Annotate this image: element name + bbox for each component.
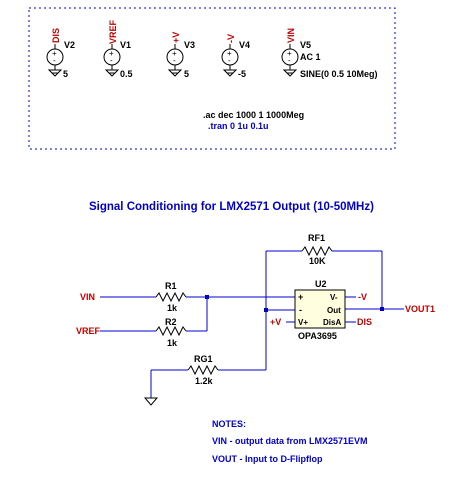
net-label-mv: -V	[358, 292, 367, 302]
u2-pin-vplus: V+	[298, 318, 308, 327]
source-v1[interactable]: + -	[103, 44, 121, 77]
u2-pin-disa: DisA	[323, 318, 341, 327]
resistor-r1[interactable]	[155, 291, 187, 303]
source-v2-ref: V2	[64, 40, 75, 50]
svg-text:+: +	[172, 49, 177, 58]
source-v2-net: DIS	[51, 28, 61, 43]
svg-text:+: +	[52, 49, 57, 58]
r2-value: 1k	[167, 338, 178, 348]
ac-directive[interactable]: .ac dec 1000 1 1000Meg	[203, 110, 304, 120]
rf1-ref: RF1	[308, 233, 325, 243]
r1-ref: R1	[165, 281, 177, 291]
source-v3-net: +V	[171, 32, 181, 43]
notes-line-1: VIN - output data from LMX2571EVM	[212, 436, 368, 446]
net-label-vin: VIN	[80, 292, 95, 302]
rg1-ref: RG1	[194, 354, 213, 364]
resistor-rf1[interactable]	[301, 245, 333, 257]
source-v4-ref: V4	[239, 40, 250, 50]
svg-text:-: -	[288, 56, 291, 65]
source-v5-value: SINE(0 0.5 10Meg)	[300, 69, 378, 79]
u2-ref: U2	[315, 279, 327, 289]
ground-symbol	[143, 397, 159, 406]
resistor-rg1[interactable]	[187, 364, 219, 376]
notes-heading: NOTES:	[212, 419, 246, 429]
svg-text:-: -	[53, 56, 56, 65]
source-v1-value: 0.5	[120, 69, 133, 79]
opamp-u2[interactable]	[294, 289, 346, 329]
source-v2-value: 5	[63, 69, 68, 79]
svg-text:+: +	[287, 49, 292, 58]
junction-node-c	[380, 307, 384, 311]
net-label-vout: VOUT1	[405, 304, 435, 314]
net-label-vref: VREF	[76, 326, 101, 336]
svg-text:-: -	[228, 56, 231, 65]
source-v3-ref: V3	[184, 40, 195, 50]
u2-pin-out: Out	[327, 306, 341, 315]
tran-directive[interactable]: .tran 0 1u 0.1u	[208, 121, 269, 131]
junction-node-a	[205, 295, 209, 299]
net-label-pv: +V	[270, 317, 281, 327]
svg-text:+: +	[109, 49, 114, 58]
source-v5-net: VIN	[286, 28, 296, 43]
notes-line-2: VOUT - Input to D-Flipflop	[212, 454, 323, 464]
r1-value: 1k	[167, 303, 178, 313]
rg1-value: 1.2k	[195, 376, 214, 386]
source-v5-ref: V5	[300, 40, 311, 50]
source-v4-value: -5	[238, 69, 246, 79]
source-v3[interactable]: + -	[166, 44, 184, 77]
u2-part: OPA3695	[298, 331, 337, 341]
source-v2[interactable]: + -	[46, 44, 64, 77]
schematic-title: Signal Conditioning for LMX2571 Output (…	[89, 201, 374, 213]
svg-text:-: -	[173, 56, 176, 65]
svg-text:+: +	[227, 49, 232, 58]
source-v1-net: VREF	[108, 19, 118, 44]
rf1-value: 10K	[309, 256, 326, 266]
net-label-dis: DIS	[357, 317, 372, 327]
source-v5[interactable]: + -	[281, 44, 299, 77]
circuit-wires	[100, 250, 404, 398]
junction-node-b	[264, 308, 268, 312]
u2-pin-vminus: V-	[330, 293, 338, 302]
svg-text:-: -	[110, 56, 113, 65]
resistor-r2[interactable]	[155, 325, 187, 337]
r2-ref: R2	[165, 317, 177, 327]
source-v3-value: 5	[184, 69, 189, 79]
source-v1-ref: V1	[120, 40, 131, 50]
source-v4[interactable]: + -	[221, 44, 239, 77]
u2-pin-plus: +	[298, 292, 303, 302]
source-v5-ac: AC 1	[300, 52, 321, 62]
u2-pin-minus: -	[299, 305, 302, 315]
source-v4-net: -V	[226, 34, 236, 43]
directive-box	[28, 7, 396, 150]
